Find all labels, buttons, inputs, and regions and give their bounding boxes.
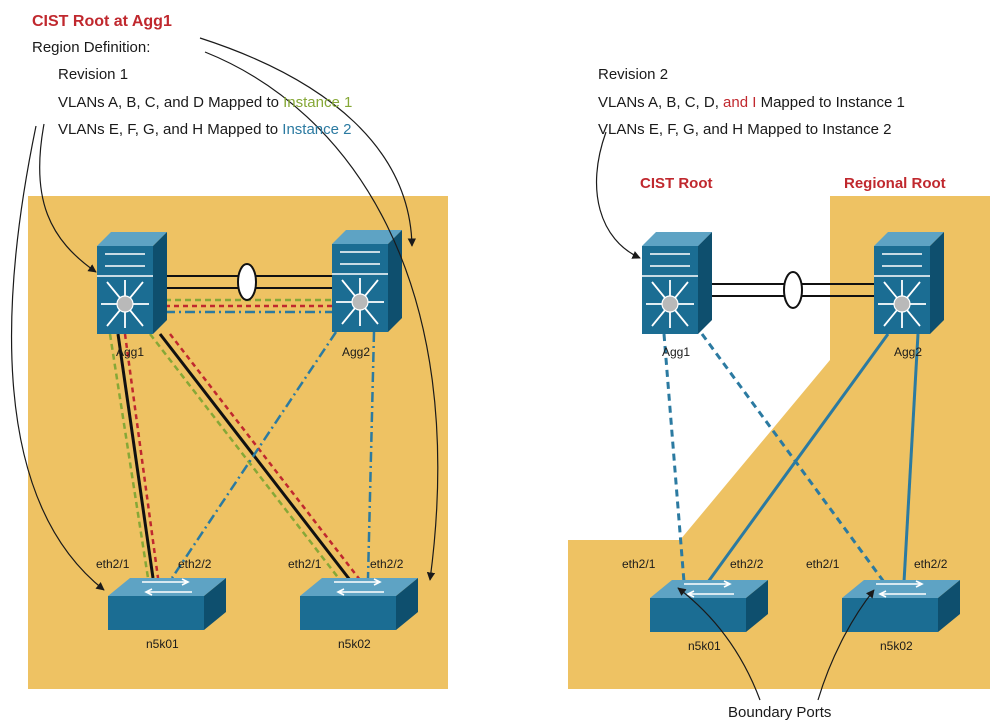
vlan-instance1-agg1-n5k01	[108, 333, 150, 579]
right-n5k01-label: n5k01	[688, 639, 721, 653]
added-vlan-highlight: and I	[723, 94, 756, 111]
left-n5k01-port-b: eth2/2	[178, 557, 212, 571]
agg1-switch-icon	[97, 232, 167, 334]
instance1-label: Instance 1	[283, 94, 352, 111]
vlan-cist-agg1-n5k02	[169, 333, 361, 581]
link-agg1-n5k02	[158, 333, 352, 581]
vlan-instance2-agg2-n5k02	[366, 331, 376, 579]
right-mapping-line2: VLANs E, F, G, and H Mapped to Instance …	[598, 121, 892, 138]
left-title: CIST Root at Agg1	[32, 13, 172, 30]
right-revision: Revision 2	[598, 66, 668, 83]
agg1-switch-icon	[642, 232, 712, 334]
left-n5k02-label: n5k02	[338, 637, 371, 651]
port-channel-ellipse	[237, 263, 257, 301]
right-n5k02-label: n5k02	[880, 639, 913, 653]
left-mapping-line2: VLANs E, F, G, and H Mapped to Instance …	[58, 121, 352, 138]
right-mapping-line1: VLANs A, B, C, D, and I Mapped to Instan…	[598, 94, 905, 111]
right-n5k01-port-b: eth2/2	[730, 557, 764, 571]
agg2-switch-icon	[874, 232, 944, 334]
boundary-ports-label: Boundary Ports	[728, 704, 831, 721]
left-annotation-arrows	[10, 37, 439, 591]
right-agg2-label: Agg2	[894, 345, 922, 359]
right-n5k02-port-b: eth2/2	[914, 557, 948, 571]
left-links	[108, 263, 376, 581]
left-agg2-label: Agg2	[342, 345, 370, 359]
instance2-label: Instance 2	[282, 121, 351, 138]
port-channel-ellipse	[783, 271, 803, 309]
link-agg1-n5k01-dashed	[662, 333, 686, 583]
n5k01-switch-icon	[650, 580, 768, 632]
right-n5k02-port-a: eth2/1	[806, 557, 840, 571]
link-agg1-n5k01	[116, 333, 155, 579]
right-n5k01-port-a: eth2/1	[622, 557, 656, 571]
n5k02-switch-icon	[300, 578, 418, 630]
vlan-instance1-agg1-n5k02	[149, 333, 341, 581]
left-n5k01-label: n5k01	[146, 637, 179, 651]
right-agg1-label: Agg1	[662, 345, 690, 359]
cist-root-label: CIST Root	[640, 175, 713, 192]
link-agg2-n5k02	[902, 333, 920, 583]
left-revision: Revision 1	[58, 66, 128, 83]
left-mapping-line1: VLANs A, B, C, and D Mapped to Instance …	[58, 94, 352, 111]
link-agg2-n5k01	[706, 333, 890, 583]
regional-root-label: Regional Root	[844, 175, 946, 192]
right-annotation-arrows	[595, 131, 875, 701]
left-n5k01-port-a: eth2/1	[96, 557, 130, 571]
n5k02-switch-icon	[842, 580, 960, 632]
left-agg1-label: Agg1	[116, 345, 144, 359]
left-n5k02-port-a: eth2/1	[288, 557, 322, 571]
right-links	[662, 271, 920, 583]
region-definition-label: Region Definition:	[32, 39, 150, 56]
agg2-switch-icon	[332, 230, 402, 332]
vlan-instance2-agg2-n5k01	[170, 331, 338, 579]
link-agg1-n5k02-dashed	[700, 333, 886, 583]
n5k01-switch-icon	[108, 578, 226, 630]
left-n5k02-port-b: eth2/2	[370, 557, 404, 571]
